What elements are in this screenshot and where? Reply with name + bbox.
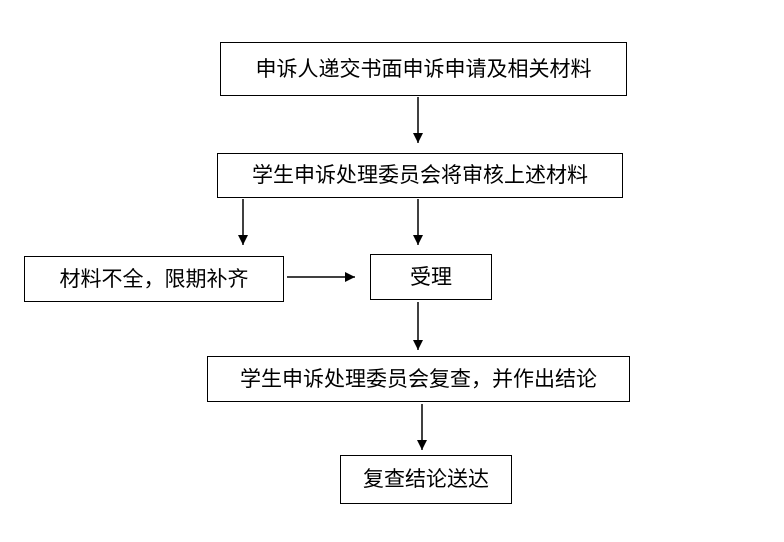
node-submit-application-label: 申诉人递交书面申诉申请及相关材料 xyxy=(255,56,592,81)
node-committee-recheck: 学生申诉处理委员会复查，并作出结论 xyxy=(207,356,630,402)
node-submit-application: 申诉人递交书面申诉申请及相关材料 xyxy=(220,42,627,96)
node-accept: 受理 xyxy=(370,254,492,300)
node-committee-recheck-label: 学生申诉处理委员会复查，并作出结论 xyxy=(240,366,597,391)
node-materials-incomplete: 材料不全，限期补齐 xyxy=(24,256,284,302)
node-deliver-conclusion-label: 复查结论送达 xyxy=(363,467,489,491)
node-committee-review: 学生申诉处理委员会将审核上述材料 xyxy=(217,153,623,198)
node-materials-incomplete-label: 材料不全，限期补齐 xyxy=(59,266,249,291)
node-accept-label: 受理 xyxy=(410,264,452,289)
node-committee-review-label: 学生申诉处理委员会将审核上述材料 xyxy=(252,163,588,187)
node-deliver-conclusion: 复查结论送达 xyxy=(340,455,512,504)
